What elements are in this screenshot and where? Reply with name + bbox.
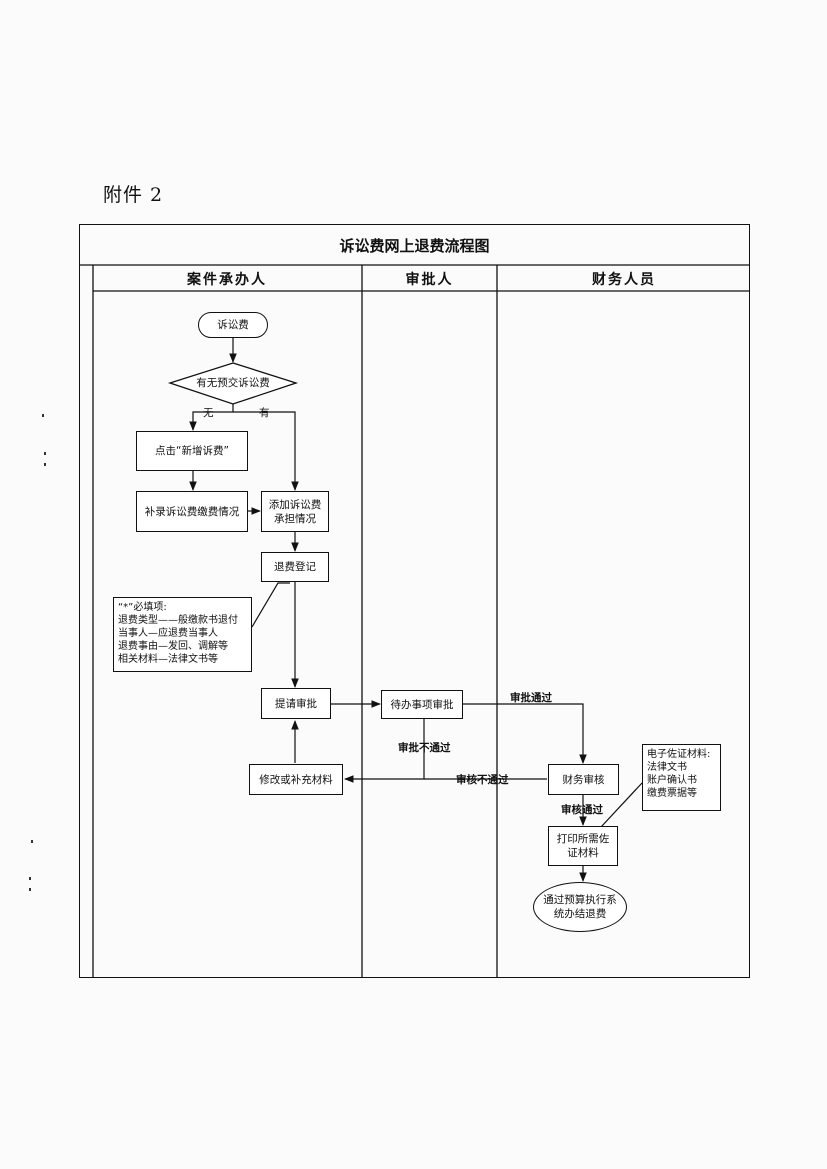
flow-arrows [189,338,643,882]
add-fee-burden-node: 添加诉讼费 承担情况 [261,491,329,532]
scan-mark [42,414,44,417]
edge-label-yes: 有 [259,407,270,419]
edge-label-review-failed: 审核不通过 [456,774,509,786]
lane-header-case-handler: 案件承办人 [187,272,267,288]
start-node: 诉讼费 [198,312,268,338]
scan-mark [44,452,46,455]
supplement-payment-node: 补录诉讼费缴费情况 [136,491,248,532]
finance-review-node: 财务审核 [548,764,619,795]
lane-header-finance-staff: 财务人员 [592,272,656,288]
refund-register-node: 退费登记 [261,552,329,582]
edge-label-no: 无 [203,407,214,419]
budget-settle-node: 通过预算执行系 统办结退费 [533,882,627,932]
print-evidence-node: 打印所需佐 证材料 [548,826,618,866]
edge-label-rejected: 审批不通过 [398,742,451,754]
decision-label: 有无预交诉讼费 [196,377,270,389]
attachment-label: 附件 2 [103,184,164,206]
scan-mark [29,888,31,891]
scan-mark [44,463,46,466]
submit-approval-node: 提请审批 [261,688,331,719]
scan-mark [29,877,31,880]
edge-label-review-passed: 审核通过 [561,804,603,816]
required-fields-note: “*”必填项: 退费类型——般缴款书退付 当事人—应退费当事人 退费事由—发回、… [113,597,252,672]
edge-label-approved: 审批通过 [510,692,552,704]
lane-header-approver: 审批人 [405,272,454,288]
evidence-materials-note: 电子佐证材料: 法律文书 账户确认书 缴费票据等 [642,744,721,811]
scan-mark [31,840,33,843]
modify-material-node: 修改或补充材料 [249,764,343,795]
pending-approval-node: 待办事项审批 [381,690,463,719]
flowchart-frame [79,224,750,978]
swimlane-lines [79,264,750,978]
flowchart-title: 诉讼费网上退费流程图 [339,236,490,255]
click-new-fee-node: 点击“新增诉费” [136,431,248,471]
